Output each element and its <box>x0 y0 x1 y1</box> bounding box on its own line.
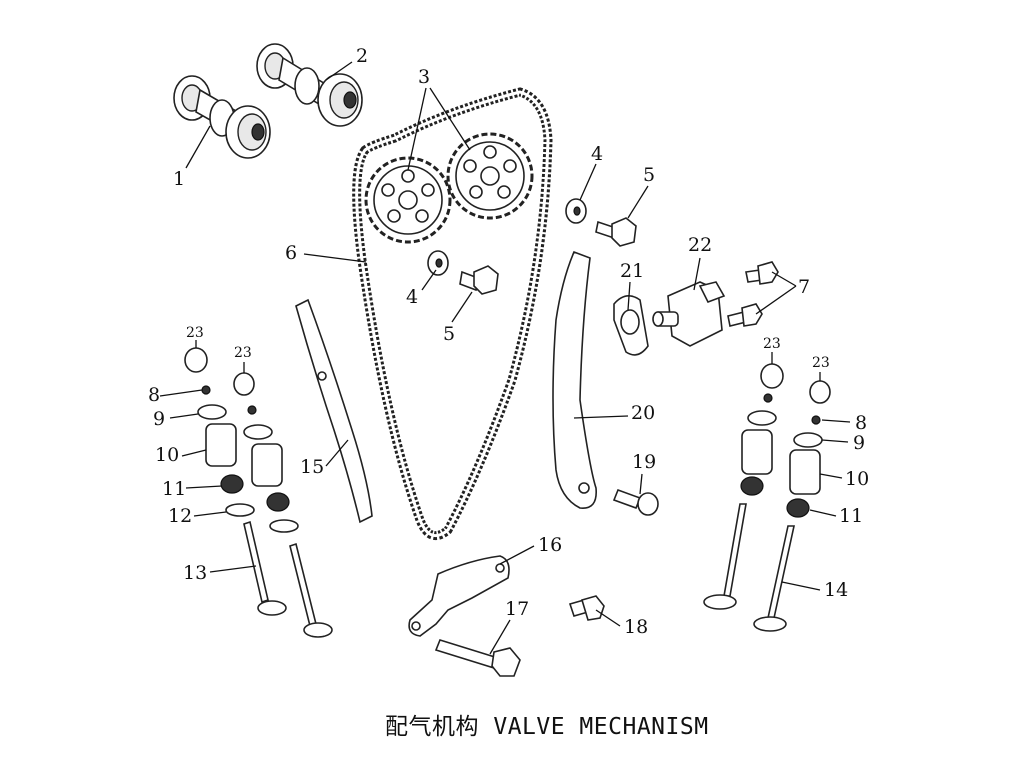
bracket-16 <box>408 555 510 637</box>
sprocket-right <box>446 132 534 220</box>
sprocket-left <box>364 156 452 244</box>
callout-7: 7 <box>798 276 811 298</box>
washer-lower <box>427 250 449 276</box>
callout-9-right: 9 <box>853 432 866 454</box>
chain-guide-15 <box>295 298 373 524</box>
camshaft-2 <box>256 43 363 127</box>
callout-9-left: 9 <box>153 408 166 430</box>
callout-1: 1 <box>173 168 186 190</box>
leader-lines <box>159 61 851 655</box>
callout-12: 12 <box>168 505 193 527</box>
callout-10-left: 10 <box>155 444 180 466</box>
callout-11-right: 11 <box>839 505 864 527</box>
callout-23-a: 23 <box>186 325 204 341</box>
diagram-caption: 配气机构 VALVE MECHANISM <box>385 714 709 740</box>
callout-23-c: 23 <box>763 336 781 352</box>
callout-16: 16 <box>538 534 563 556</box>
callout-14: 14 <box>824 579 849 601</box>
callout-11-left: 11 <box>162 478 187 500</box>
callout-2: 2 <box>356 45 369 67</box>
callout-4-upper: 4 <box>591 143 604 165</box>
washer-upper <box>565 198 587 224</box>
callout-19: 19 <box>632 451 657 473</box>
bolt-17 <box>434 639 521 677</box>
callout-20: 20 <box>631 402 656 424</box>
bolt-lower <box>459 265 499 295</box>
callout-6: 6 <box>285 242 298 264</box>
bolt-upper <box>595 217 637 247</box>
tensioner-22 <box>652 281 726 347</box>
valve-set-right <box>703 363 831 632</box>
callout-5-lower: 5 <box>443 323 456 345</box>
bolts-7 <box>727 261 779 327</box>
callout-3: 3 <box>418 66 431 88</box>
callout-18: 18 <box>624 616 649 638</box>
callout-21: 21 <box>620 260 645 282</box>
callout-15: 15 <box>300 456 325 478</box>
callout-23-d: 23 <box>812 355 830 371</box>
callout-17: 17 <box>505 598 530 620</box>
callout-13: 13 <box>183 562 208 584</box>
bolt-18 <box>568 595 605 621</box>
callout-10-right: 10 <box>845 468 870 490</box>
callout-4-lower: 4 <box>406 286 419 308</box>
bolt-19 <box>612 488 659 516</box>
callout-8-right: 8 <box>855 412 868 434</box>
camshaft-1 <box>173 75 271 159</box>
callout-8-left: 8 <box>148 384 161 406</box>
callout-22: 22 <box>688 234 713 256</box>
tensioner-guide-20 <box>552 250 597 509</box>
callout-23-b: 23 <box>234 345 252 361</box>
valve-set-left <box>184 347 333 638</box>
callout-5-upper: 5 <box>643 164 656 186</box>
